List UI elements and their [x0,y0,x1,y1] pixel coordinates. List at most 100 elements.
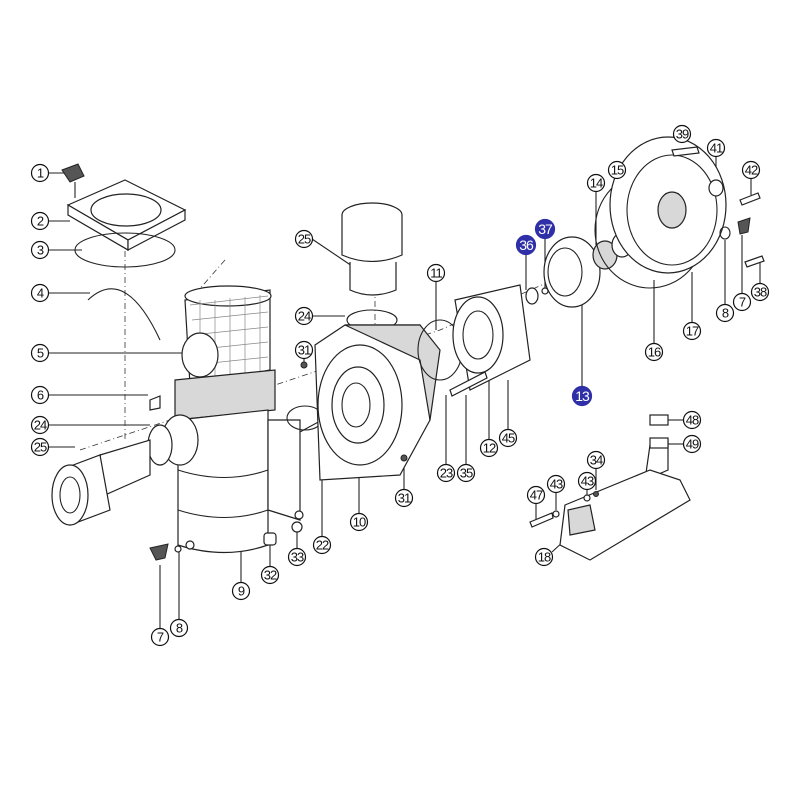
callout-part-1: 1 [30,163,50,183]
callout-circle [571,385,593,407]
callout-circle [732,292,752,312]
callout-label: 25 [34,440,47,455]
callout-part-49: 49 [682,434,702,454]
callout-part-41: 41 [706,138,726,158]
callout-circle [30,415,50,435]
callout-circle [312,535,332,555]
callout-part-14: 14 [586,173,606,193]
callout-label: 7 [739,295,746,310]
callout-part-11: 11 [426,263,446,283]
callout-circle [294,306,314,326]
pump-casing [300,324,441,481]
strainer-lid [61,163,187,252]
motor-flange [594,136,765,289]
callout-circle [586,173,606,193]
callout-circle [644,342,664,362]
callout-label: 31 [398,491,411,506]
callout-part-23: 23 [436,463,456,483]
callout-label: 7 [157,630,164,645]
callout-circle [294,340,314,360]
callout-circle [515,234,537,256]
callout-part-13: 13 [571,385,593,407]
callout-part-8: 8 [169,618,189,638]
basket-handle [87,288,161,341]
callout-part-16: 16 [644,342,664,362]
strainer-housing [149,369,301,554]
callout-circle [682,410,702,430]
impeller-parts [525,232,633,308]
callout-circle [30,385,50,405]
callout-part-37: 37 [534,218,556,240]
callout-label: 36 [519,237,534,253]
callout-circle [231,581,251,601]
union-top [341,202,403,331]
callout-part-45: 45 [498,428,518,448]
callout-circle [741,160,761,180]
callout-part-7: 7 [150,627,170,647]
callout-label: 8 [722,306,729,321]
callout-label: 45 [502,431,515,446]
callout-circle [30,240,50,260]
callout-part-31: 31 [294,340,314,360]
callout-part-12: 12 [479,438,499,458]
callout-circle [706,138,726,158]
callout-label: 34 [590,453,603,468]
callout-part-48: 48 [682,410,702,430]
callout-circle [607,160,627,180]
callout-circle [30,437,50,457]
callout-part-24: 24 [294,306,314,326]
callout-part-39: 39 [672,124,692,144]
callout-label: 42 [745,163,758,178]
callout-label: 15 [611,163,624,178]
callout-part-6: 6 [30,385,50,405]
callout-part-7: 7 [732,292,752,312]
callout-circle [30,343,50,363]
callout-part-2: 2 [30,211,50,231]
callout-part-10: 10 [349,512,369,532]
callout-label: 43 [581,474,594,489]
callout-label: 24 [298,309,311,324]
callout-part-17: 17 [682,321,702,341]
callout-part-4: 4 [30,283,50,303]
callout-part-38: 38 [750,282,770,302]
callout-circle [534,547,554,567]
lid-o-ring [74,232,176,268]
callout-label: 23 [440,466,453,481]
callout-label: 24 [34,418,47,433]
callout-circle [546,474,566,494]
callout-circle [294,229,314,249]
callout-circle [30,163,50,183]
callout-circle [30,211,50,231]
callout-circle [586,450,606,470]
callout-circle [479,438,499,458]
callout-part-8: 8 [715,303,735,323]
drain-plug-parts [149,405,324,561]
callout-part-3: 3 [30,240,50,260]
callout-label: 39 [676,127,689,142]
callout-circle [426,263,446,283]
callout-label: 9 [238,584,245,599]
callout-circle [526,485,546,505]
union-and-seal-left [51,424,173,526]
callout-label: 43 [550,477,563,492]
callout-label: 2 [37,214,44,229]
callout-label: 38 [754,285,767,300]
callout-part-24: 24 [30,415,50,435]
callout-label: 4 [37,286,44,301]
callout-label: 22 [316,538,329,553]
callout-circle [394,488,414,508]
callout-label: 8 [176,621,183,636]
callout-circle [349,512,369,532]
callout-part-47: 47 [526,485,546,505]
callout-part-5: 5 [30,343,50,363]
callout-label: 1 [37,166,44,181]
callout-circle [30,283,50,303]
callout-label: 25 [298,232,311,247]
callout-circle [287,547,307,567]
callout-part-31: 31 [394,488,414,508]
strainer-basket [181,285,272,386]
callout-label: 31 [298,343,311,358]
callout-part-43: 43 [577,471,597,491]
callout-circle [682,321,702,341]
callout-circle [682,434,702,454]
